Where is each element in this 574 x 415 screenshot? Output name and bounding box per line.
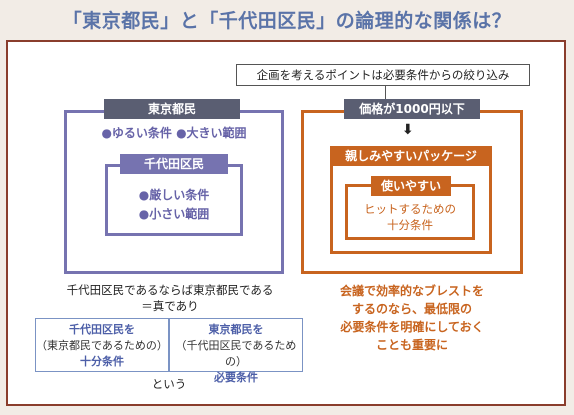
brainstorm-advice: 会議で効率的なブレストを するのなら、最低限の 必要条件を明確にしておく ことも… (301, 282, 523, 354)
note-connector (385, 86, 386, 100)
chiyoda-condition-strict: ●厳しい条件 (138, 188, 210, 202)
conclusion-text: という (151, 377, 187, 391)
hit-sufficient-line-2: 十分条件 (387, 218, 433, 232)
advice-line-3: 必要条件を明確にしておく (340, 320, 484, 334)
necessary-condition-box: 東京都民を （千代田区民であるための） 必要条件 (169, 318, 303, 384)
sufficient-condition-box: 千代田区民を （東京都民であるための） 十分条件 (35, 318, 169, 372)
sufficient-relation: （東京都民であるための） (36, 339, 168, 352)
advice-line-2: するのなら、最低限の (351, 302, 472, 316)
chiyoda-set-box (105, 164, 243, 236)
necessary-relation: （千代田区民であるための） (175, 339, 297, 368)
hit-sufficient-condition: ヒットするための 十分条件 (345, 201, 475, 233)
usability-condition-label: 使いやすい (371, 176, 451, 196)
advice-line-4: ことも重要に (375, 338, 448, 352)
package-condition-label: 親しみやすいパッケージ (330, 146, 492, 166)
logic-statement-line-2: ＝真であり (141, 299, 199, 313)
necessary-term: 必要条件 (214, 371, 258, 384)
tokyo-conditions: ●ゆるい条件 ●大きい範囲 (101, 126, 247, 140)
necessary-subject: 東京都民を (208, 323, 264, 336)
advice-line-1: 会議で効率的なブレストを (339, 284, 484, 298)
sufficient-term: 十分条件 (80, 355, 124, 368)
sufficient-subject: 千代田区民を (69, 323, 135, 336)
hit-sufficient-line-1: ヒットするための (364, 202, 456, 216)
logic-statement: 千代田区民であるならば東京都民である ＝真であり (40, 282, 300, 314)
arrow-down-icon: ⬇ (402, 122, 414, 138)
key-point-note: 企画を考えるポイントは必要条件からの絞り込み (236, 64, 530, 86)
price-condition-label: 価格が1000円以下 (344, 99, 480, 119)
tokyo-set-label: 東京都民 (104, 99, 240, 119)
chiyoda-condition-small: ●小さい範囲 (138, 207, 210, 221)
chiyoda-set-label: 千代田区民 (120, 154, 228, 174)
chiyoda-conditions: ●厳しい条件 ●小さい範囲 (105, 186, 243, 224)
page-title: 「東京都民」と「千代田区民」の論理的な関係は？ (62, 10, 512, 32)
logic-statement-line-1: 千代田区民であるならば東京都民である (66, 283, 274, 297)
